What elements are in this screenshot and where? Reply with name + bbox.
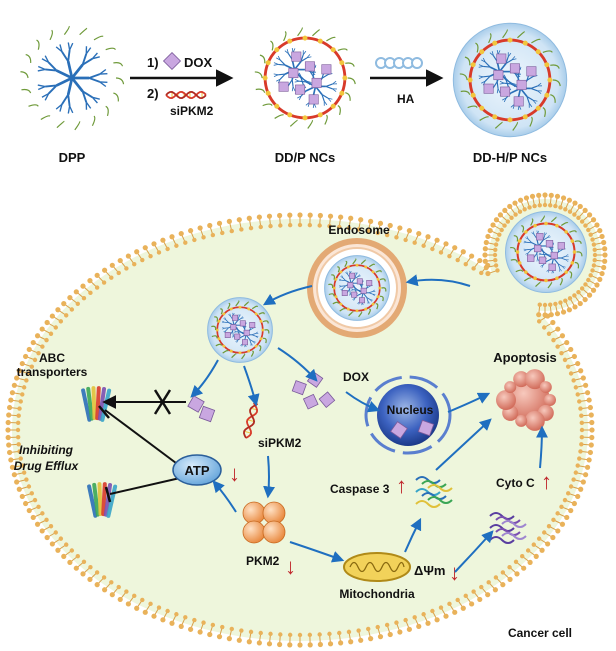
ddp-nanocomplex	[254, 27, 356, 129]
dox-label: DOX	[343, 370, 369, 384]
cancer-cell-label: Cancer cell	[508, 626, 572, 640]
apoptotic-cell-icon	[496, 369, 556, 431]
step1-number: 1)	[147, 55, 159, 70]
cytoc-up-arrow: ↑	[541, 469, 552, 494]
dpsi-down-arrow: ↓	[449, 560, 460, 585]
abc-transporter-bottom	[87, 482, 118, 518]
block-cross-icon	[153, 389, 172, 415]
dpp-particle	[20, 25, 125, 131]
atp-down-arrow: ↓	[229, 461, 240, 486]
step2-number: 2)	[147, 86, 159, 101]
nucleus	[364, 375, 452, 455]
sirna-icon	[165, 90, 207, 100]
sipkm2-label: siPKM2	[258, 436, 302, 450]
ddp-label: DD/P NCs	[275, 150, 335, 165]
ddhp-nanocomplex	[452, 22, 568, 138]
abc-label-line2: transporters	[17, 365, 88, 379]
atp-inhibit-line-top	[104, 409, 181, 467]
inhibit-bar-top	[98, 405, 110, 419]
step1-label: DOX	[184, 55, 213, 70]
mitochondria	[343, 552, 411, 582]
pkm2-cluster	[242, 501, 286, 544]
sipkm2-icon	[243, 402, 259, 439]
pkm2-label: PKM2	[246, 554, 280, 568]
caspase3-protein-icon	[415, 476, 453, 508]
inhibit-bar-bottom	[104, 486, 112, 503]
released-nanocomplex	[207, 297, 273, 363]
pathway-arrows	[190, 274, 548, 573]
mito-label: Mitochondria	[339, 587, 415, 601]
step3-label: HA	[397, 92, 415, 106]
atp-inhibit-line-bottom	[109, 477, 181, 495]
endosome-label: Endosome	[328, 223, 390, 237]
dpsi-label: ΔΨm	[414, 563, 445, 578]
step2-label: siPKM2	[170, 104, 214, 118]
abc-label-line1: ABC	[39, 351, 65, 365]
atp-node	[172, 454, 222, 486]
caspase-label: Caspase 3	[330, 482, 390, 496]
atp-label: ATP	[184, 463, 209, 478]
dox-efflux-icon	[187, 395, 205, 413]
dox-icon	[162, 51, 182, 71]
ddhp-label: DD-H/P NCs	[473, 150, 547, 165]
dpp-label: DPP	[59, 150, 86, 165]
apoptosis-label: Apoptosis	[493, 350, 557, 365]
inhibit-label-line2: Drug Efflux	[14, 459, 80, 473]
pkm2-down-arrow: ↓	[285, 554, 296, 579]
ha-chain-icon	[375, 57, 423, 69]
nucleus-label: Nucleus	[387, 403, 434, 417]
endosome-nanocomplex	[324, 255, 390, 321]
dox-efflux-icon-2	[198, 405, 216, 423]
budding-nanocomplex	[505, 211, 587, 293]
cytoc-label: Cyto C	[496, 476, 535, 490]
inhibit-label-line1: Inhibiting	[19, 443, 74, 457]
caspase-up-arrow: ↑	[396, 473, 407, 498]
